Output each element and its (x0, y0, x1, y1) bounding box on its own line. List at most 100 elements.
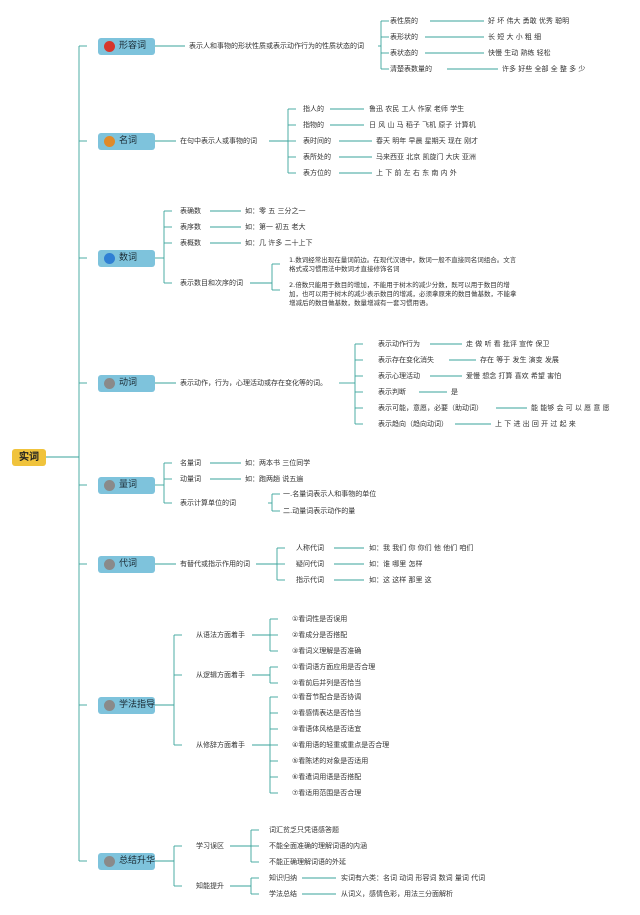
method-sub-item: ①看词性是否误用 (292, 615, 348, 623)
method-sub-item: ③看语体风格是否适宜 (292, 725, 362, 733)
category-measure-word[interactable]: 量词 (98, 477, 155, 494)
category-label: 量词 (119, 480, 138, 490)
verb-item-value: 走 做 听 看 批评 宣传 保卫 (466, 340, 550, 348)
verb-item-label: 表示动作行为 (378, 340, 420, 348)
adjective-item-value: 好 坏 伟大 勇敢 优秀 聪明 (488, 17, 570, 25)
summary-item-value: 实词有六类：名词 动词 形容词 数词 量词 代词 (341, 874, 486, 882)
adjective-item-label: 表性质的 (390, 17, 418, 25)
pronoun-item-label: 人称代词 (296, 544, 324, 552)
category-label: 代词 (119, 559, 138, 569)
verb-item-label: 表示判断 (378, 388, 406, 396)
category-method[interactable]: 学法指导 (98, 697, 155, 714)
method-sub-item: ⑦看适用范围是否合理 (292, 789, 362, 797)
measure-sub-item: 一.名量词表示人和事物的单位 (283, 490, 377, 498)
measure-item-value: 如：跑两趟 说五遍 (245, 475, 304, 483)
pronoun-definition: 有替代或指示作用的词 (180, 560, 250, 568)
summary-item-value: 从词义，感情色彩，用法三分面解析 (341, 890, 453, 898)
numeral-item-value: 如：几 许多 二十上下 (245, 239, 313, 247)
badge-icon (104, 136, 115, 147)
badge-icon (104, 856, 115, 867)
numeral-note-2-line: 加，也可以用于树木的减少表示数目的增减，必须拿原来的数目做基数，不能拿 (289, 290, 517, 298)
verb-item-value: 是 (451, 388, 458, 396)
numeral-item-label: 表序数 (180, 223, 201, 231)
summary-group-label: 学习误区 (196, 842, 224, 850)
noun-item-label: 表方位的 (303, 169, 331, 177)
method-group-label: 从逻辑方面着手 (196, 671, 245, 679)
numeral-note-1-line: 1.数词经常出现在量词前边。在现代汉语中，数词一般不直接同名词组合。文言 (289, 256, 517, 264)
measure-item-label: 动量词 (180, 475, 201, 483)
noun-item-value: 上 下 前 左 右 东 南 内 外 (376, 169, 457, 177)
measure-definition: 表示计算单位的词 (180, 499, 236, 507)
measure-item-label: 名量词 (180, 459, 201, 467)
category-label: 总结升华 (119, 856, 156, 866)
category-noun[interactable]: 名词 (98, 133, 155, 150)
category-label: 数词 (119, 253, 138, 263)
noun-item-label: 表时间的 (303, 137, 331, 145)
summary-item-label: 知识归纳 (269, 874, 297, 882)
noun-item-label: 表所处的 (303, 153, 331, 161)
verb-item-value: 存在 等于 发生 演变 发展 (480, 356, 559, 364)
method-sub-item: ⑥看遣词用语是否搭配 (292, 773, 362, 781)
method-sub-item: ②看成分是否搭配 (292, 631, 348, 639)
category-numeral[interactable]: 数词 (98, 250, 155, 267)
noun-item-value: 马来西亚 北京 凯旋门 大庆 亚洲 (376, 153, 476, 161)
adjective-item-label: 表状态的 (390, 49, 418, 57)
summary-sub-item: 词汇贫乏只凭语感答题 (269, 826, 339, 834)
numeral-item-value: 如：第一 初五 老大 (245, 223, 306, 231)
verb-definition: 表示动作，行为，心理活动或存在变化等的词。 (180, 379, 327, 387)
pronoun-item-value: 如：这 这样 那里 这 (369, 576, 432, 584)
pronoun-item-label: 疑问代词 (296, 560, 324, 568)
badge-icon (104, 378, 115, 389)
verb-item-label: 表示存在变化消失 (378, 356, 434, 364)
noun-item-value: 春天 明年 早晨 星期天 现在 刚才 (376, 137, 479, 145)
numeral-definition: 表示数目和次序的词 (180, 279, 243, 287)
noun-definition: 在句中表示人或事物的词 (180, 137, 257, 145)
method-sub-item: ③看词义理解是否准确 (292, 647, 362, 655)
adjective-item-value: 快慢 生动 熟练 轻松 (488, 49, 551, 57)
noun-item-label: 指人的 (303, 105, 324, 113)
summary-sub-item: 不能全面准确的理解词语的内涵 (269, 842, 367, 850)
adjective-item-value: 长 短 大 小 粗 细 (488, 33, 542, 41)
category-pronoun[interactable]: 代词 (98, 556, 155, 573)
pronoun-item-value: 如：谁 哪里 怎样 (369, 560, 423, 568)
category-label: 学法指导 (119, 700, 156, 710)
numeral-note-2-line: 增减后的数目做基数，数量增减有一套习惯用语。 (289, 299, 432, 307)
category-label: 名词 (119, 136, 138, 146)
noun-item-label: 指物的 (303, 121, 324, 129)
method-sub-item: ①看音节配合是否协调 (292, 693, 362, 701)
method-sub-item: ⑤看陈述的对象是否适用 (292, 757, 369, 765)
adjective-item-label: 表形状的 (390, 33, 418, 41)
category-adjective[interactable]: 形容词 (98, 38, 155, 55)
verb-item-value: 爱慢 想念 打算 喜欢 希望 害怕 (466, 372, 562, 380)
measure-sub-item: 二.动量词表示动作的量 (283, 507, 356, 515)
summary-sub-item: 不能正确理解词语的外延 (269, 858, 346, 866)
category-summary[interactable]: 总结升华 (98, 853, 155, 870)
numeral-note-1-line: 格式或习惯用法中数词才直接修饰名词 (289, 265, 400, 273)
verb-item-label: 表示趋向（趋向动词） (378, 420, 448, 428)
root-node[interactable]: 实词 (12, 449, 46, 466)
numeral-item-label: 表确数 (180, 207, 201, 215)
method-group-label: 从语法方面着手 (196, 631, 245, 639)
method-sub-item: ④看用语的轻重或重点是否合理 (292, 741, 390, 749)
category-label: 形容词 (119, 41, 147, 51)
measure-item-value: 如：两本书 三位同学 (245, 459, 311, 467)
verb-item-label: 表示可能，意愿，必要（助动词） (378, 404, 483, 412)
method-sub-item: ②看感情表达是否恰当 (292, 709, 362, 717)
method-group-label: 从修辞方面着手 (196, 741, 245, 749)
verb-item-value: 能 能够 会 可 以 愿 意 愿 (531, 404, 610, 412)
badge-icon (104, 700, 115, 711)
adjective-definition: 表示人和事物的形状性质或表示动作行为的性质状态的词 (189, 42, 364, 50)
badge-icon (104, 253, 115, 264)
badge-icon (104, 480, 115, 491)
noun-item-value: 鲁迅 农民 工人 作家 老师 学生 (369, 105, 465, 113)
summary-group-label: 知能提升 (196, 882, 224, 890)
method-sub-item: ②看前后并列是否恰当 (292, 679, 362, 687)
category-label: 动词 (119, 378, 138, 388)
badge-icon (104, 559, 115, 570)
numeral-item-label: 表概数 (180, 239, 201, 247)
pronoun-item-value: 如：我 我们 你 你们 他 他们 咱们 (369, 544, 474, 552)
category-verb[interactable]: 动词 (98, 375, 155, 392)
numeral-note-2-line: 2.倍数只能用于数目的增加，不能用于树木的减少分数，既可以用于数目的增 (289, 281, 510, 289)
noun-item-value: 日 风 山 马 稻子 飞机 原子 计算机 (369, 121, 476, 129)
